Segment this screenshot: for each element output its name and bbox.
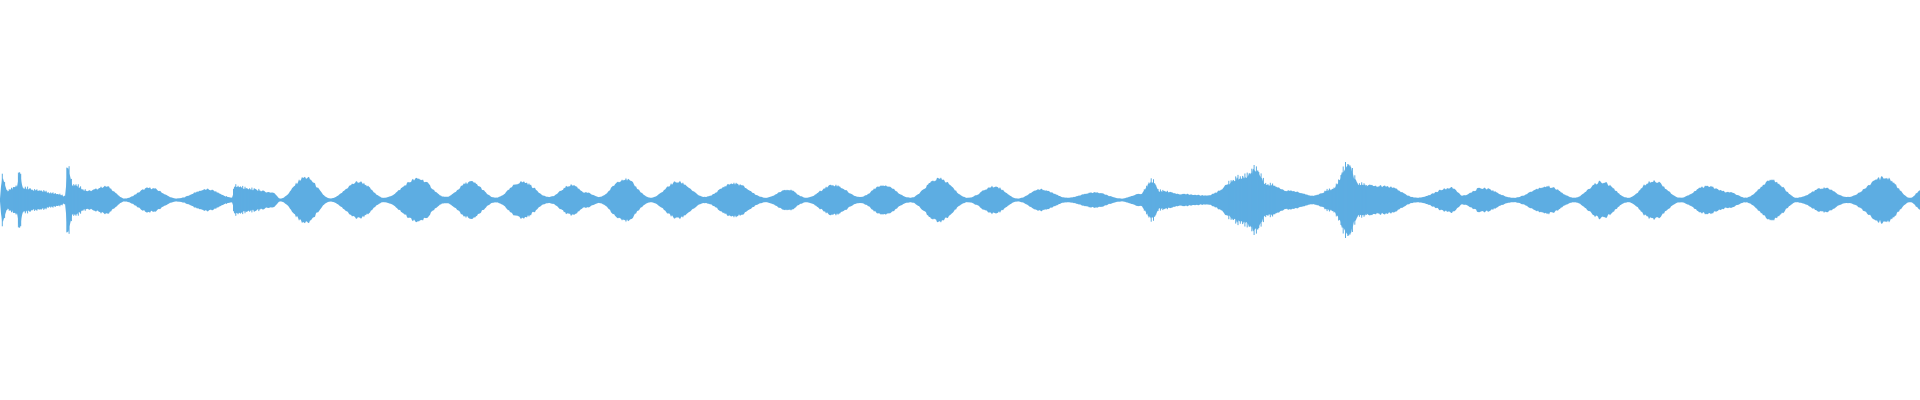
waveform-transients [0, 162, 1367, 238]
waveform-envelope [0, 164, 1920, 236]
